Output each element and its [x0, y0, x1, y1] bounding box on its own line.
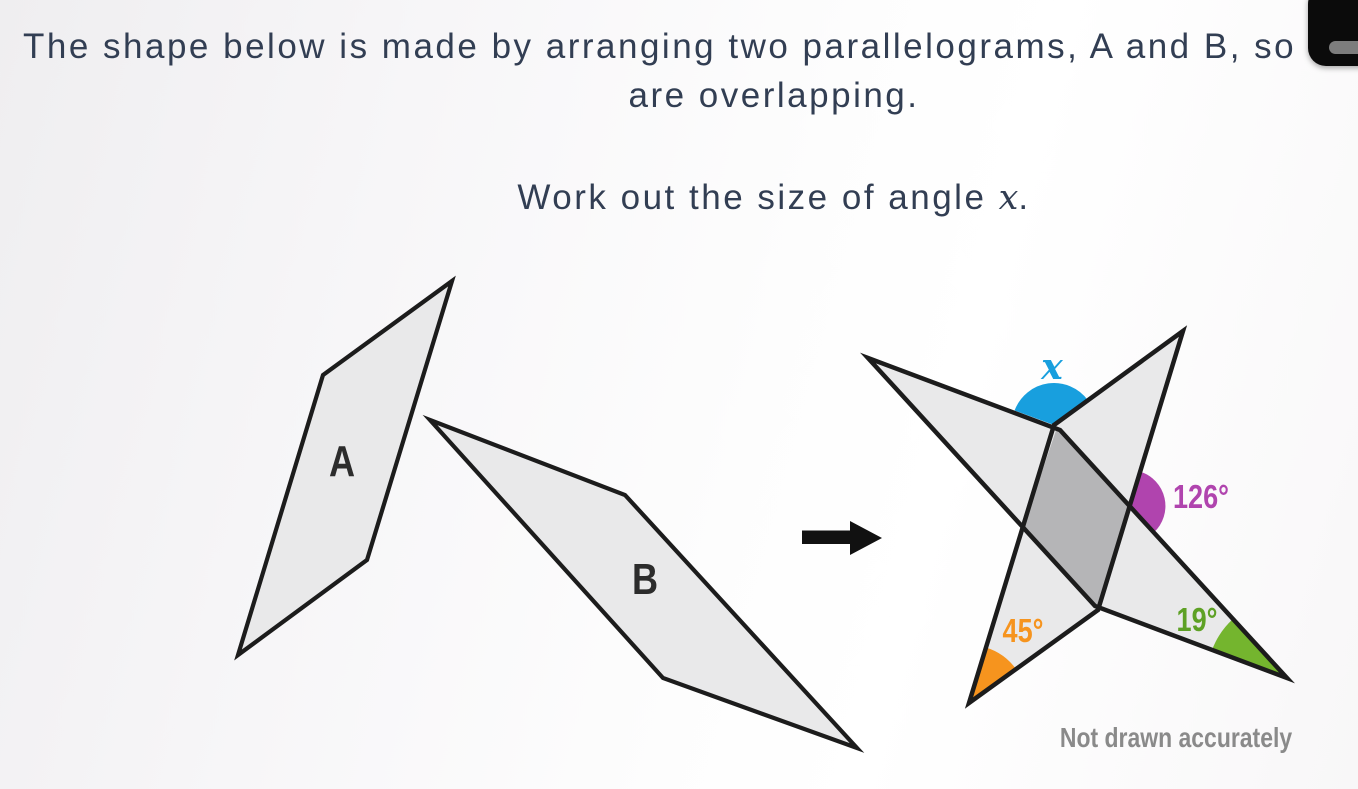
label-angle-126: 126°	[1173, 478, 1229, 515]
label-angle-45: 45°	[1002, 612, 1044, 649]
label-parallelogram-b: B	[631, 555, 659, 604]
corner-overlay-widget[interactable]	[1308, 0, 1358, 66]
label-angle-19: 19°	[1176, 601, 1218, 638]
composite-parallelogram-a-outline	[964, 325, 1188, 709]
not-drawn-accurately-note: Not drawn accurately	[1059, 722, 1293, 753]
angle-126-wedge	[1129, 471, 1166, 533]
widget-handle-pill[interactable]	[1329, 41, 1358, 54]
question-line-1: The shape below is made by arranging two…	[23, 27, 1297, 66]
arrow-right-icon	[802, 521, 882, 555]
angle-x-wedge	[1014, 383, 1088, 425]
label-angle-x: x	[1041, 346, 1063, 388]
question-line-3-period: .	[1018, 178, 1031, 217]
parallelogram-b-shape	[422, 414, 865, 753]
angle-45-wedge	[969, 647, 1016, 703]
question-line-3: Work out the size of angle x.	[517, 178, 1030, 218]
question-line-3-variable: x	[998, 178, 1019, 218]
question-line-2: are overlapping.	[628, 76, 920, 115]
composite-parallelogram-b-outline	[860, 352, 1295, 684]
label-parallelogram-a: A	[328, 437, 356, 486]
question-line-3-text: Work out the size of angle	[517, 178, 999, 217]
angle-19-wedge	[1212, 619, 1287, 678]
overlap-region	[1023, 427, 1130, 608]
parallelogram-a-shape	[234, 275, 456, 661]
